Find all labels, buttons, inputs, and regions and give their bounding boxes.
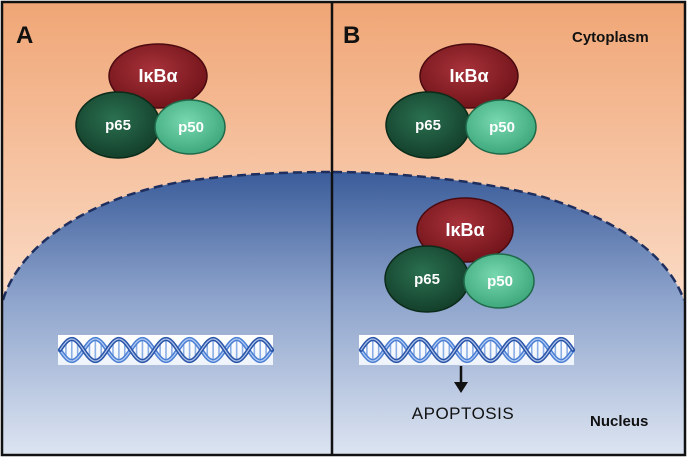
p50-label: p50 [487,273,513,290]
nfkb-complex-a: IκBα p65 p50 [75,43,226,159]
ikba-protein [108,43,208,109]
ikba-protein [416,197,514,263]
dna-strand-highlight [360,338,574,362]
ikba-label: IκBα [138,66,177,86]
panel-b-label: B [343,22,360,49]
ikba-protein [419,43,519,109]
ikba-label: IκBα [445,220,484,240]
cytoplasm-label: Cytoplasm [572,29,649,46]
p65-label: p65 [415,117,441,134]
nfkb-complex-b-cytoplasm: IκBα p65 p50 [385,43,537,159]
dna-strand-highlight [59,338,273,362]
p50-label: p50 [489,119,515,136]
p50-protein [154,99,226,155]
down-arrow-icon [454,366,468,393]
nuclear-membrane [333,170,684,301]
ikba-label: IκBα [449,66,488,86]
nucleus-label: Nucleus [590,413,648,430]
p50-protein [463,253,535,309]
dna-helix-a [57,335,275,365]
p50-protein [465,99,537,155]
dna-strand-highlight [360,338,574,362]
nuclear-membrane [3,170,331,301]
dna-strand-highlight [59,338,273,362]
panel-a-label: A [16,22,33,49]
apoptosis-label: APOPTOSIS [412,404,514,423]
nucleus-region [3,172,331,454]
p50-label: p50 [178,119,204,136]
nfkb-complex-b-nucleus: IκBα p65 p50 [384,197,535,313]
dna-helix-b [358,335,576,365]
p65-label: p65 [414,271,440,288]
p65-label: p65 [105,117,131,134]
